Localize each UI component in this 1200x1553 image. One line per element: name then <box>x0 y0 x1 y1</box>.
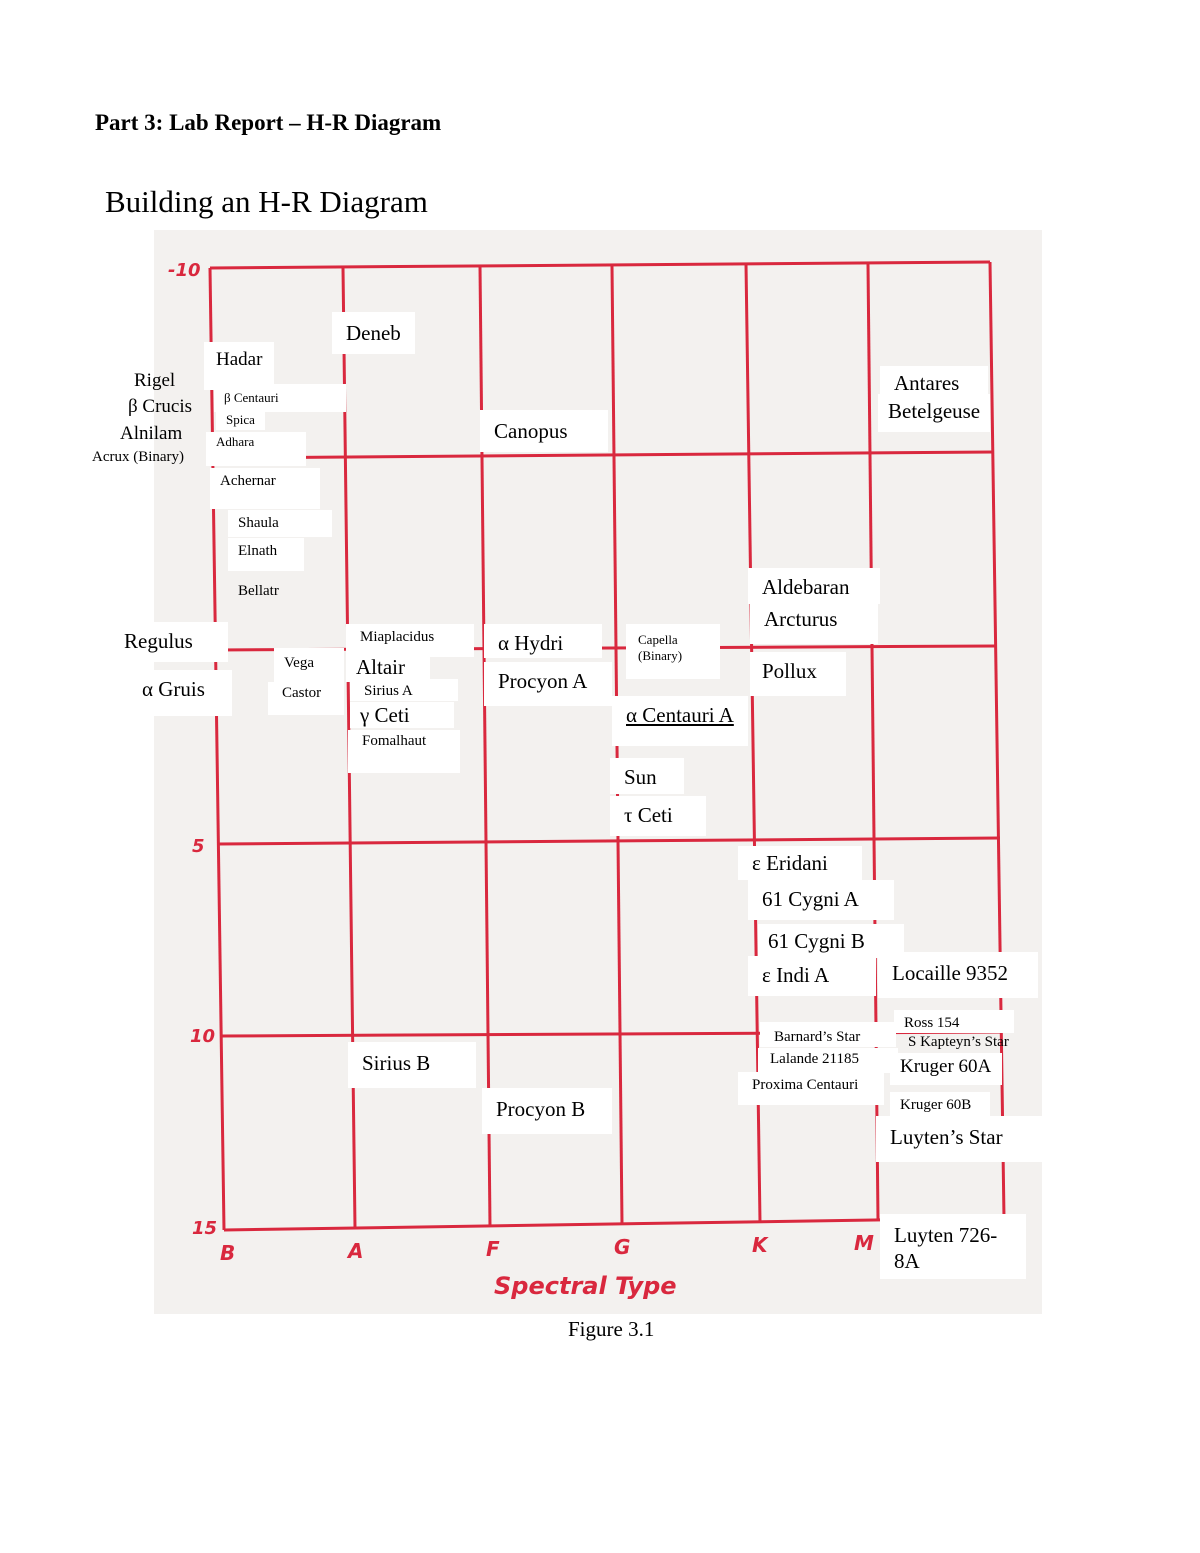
x-tick-label: K <box>752 1233 769 1257</box>
luyten-726-line1: Luyten 726- <box>894 1223 998 1247</box>
star-label-altair: Altair <box>346 652 430 683</box>
star-label-lacaille-9352: Locaille 9352 <box>878 952 1038 999</box>
star-label-arcturus: Arcturus <box>750 602 878 645</box>
capella-note: (Binary) <box>638 648 683 664</box>
star-label-antares: Antares <box>880 366 988 397</box>
hr-diagram: -10 5 10 15 B A F G K M Spectral Type De… <box>92 230 1042 1314</box>
star-label-acrux: Acrux (Binary) <box>92 449 185 465</box>
grid-h-1 <box>209 260 991 270</box>
star-label-beta-centauri: β Centauri <box>214 384 346 413</box>
star-label-betelgeuse: Betelgeuse <box>878 394 991 433</box>
star-label-alpha-gruis: α Gruis <box>130 670 232 717</box>
star-label-castor: Castor <box>268 682 344 715</box>
diagram-title: Building an H-R Diagram <box>105 184 428 219</box>
figure-caption: Figure 3.1 <box>568 1317 655 1341</box>
star-label-miaplacidus: Miaplacidus <box>346 624 474 657</box>
star-label-elnath: Elnath <box>228 538 304 571</box>
star-label-kruger-60a: Kruger 60A <box>890 1053 1002 1085</box>
y-tick-label: 10 <box>190 1026 215 1047</box>
x-tick-label: A <box>346 1239 363 1263</box>
grid-h-6 <box>223 1216 1005 1232</box>
y-tick-label: 15 <box>192 1218 217 1239</box>
star-label-lalande-21185: Lalande 21185 <box>758 1048 898 1073</box>
star-label-spica: Spica <box>216 410 265 431</box>
star-label-bellatrix: Bellatr <box>238 583 279 599</box>
star-label-aldebaran: Aldebaran <box>748 568 880 605</box>
star-label-barnards-star: Barnard’s Star <box>760 1022 896 1047</box>
star-label-alpha-hydri: α Hydri <box>484 624 602 659</box>
star-label-alnilam: Alnilam <box>120 423 183 444</box>
star-label-capella: Capella (Binary) <box>626 624 720 679</box>
star-label-luytens-star: Luyten’s Star <box>876 1116 1042 1163</box>
star-label-epsilon-eridani: ε Eridani <box>738 846 862 881</box>
star-label-beta-crucis: β Crucis <box>128 396 193 417</box>
section-heading: Part 3: Lab Report – H-R Diagram <box>95 110 442 135</box>
star-label-vega: Vega <box>274 648 344 683</box>
star-label-procyon-b: Procyon B <box>482 1088 612 1135</box>
star-label-kapteyns-star: S Kapteyn’s Star <box>908 1034 1009 1050</box>
star-label-shaula: Shaula <box>228 510 332 537</box>
luyten-726-line2: 8A <box>894 1249 920 1274</box>
star-label-achernar: Achernar <box>210 468 320 509</box>
grid-v-k <box>744 263 762 1223</box>
x-tick-label: B <box>220 1241 235 1265</box>
star-label-kruger-60b: Kruger 60B <box>890 1092 990 1117</box>
star-label-procyon-a: Procyon A <box>484 662 612 707</box>
star-label-proxima-centauri: Proxima Centauri <box>738 1072 884 1105</box>
y-tick-label: 5 <box>192 836 205 857</box>
capella-name: Capella <box>638 632 678 647</box>
star-label-deneb: Deneb <box>332 312 415 355</box>
star-label-pollux: Pollux <box>750 652 846 697</box>
star-label-luyten-726-8a: Luyten 726- 8A <box>880 1214 1026 1279</box>
star-label-epsilon-indi-a: ε Indi A <box>748 956 876 997</box>
star-label-rigel: Rigel <box>134 370 176 391</box>
grid-h-4 <box>217 836 1001 846</box>
grid-h-2 <box>213 450 995 460</box>
x-tick-label: M <box>854 1231 874 1255</box>
star-label-61-cygni-a: 61 Cygni A <box>748 880 894 921</box>
star-label-fomalhaut: Fomalhaut <box>348 730 460 773</box>
star-label-tau-ceti: τ Ceti <box>610 796 706 837</box>
star-label-adhara: Adhara <box>206 432 306 467</box>
star-label-sirius-b: Sirius B <box>348 1042 476 1089</box>
x-axis-label: Spectral Type <box>494 1272 677 1300</box>
star-label-alpha-centauri-a: α Centauri A <box>612 696 748 747</box>
grid-v-b <box>208 267 226 1231</box>
star-label-canopus: Canopus <box>480 410 608 453</box>
star-label-gamma-ceti: γ Ceti <box>350 702 454 729</box>
y-tick-label: -10 <box>168 260 201 281</box>
hr-grid: -10 5 10 15 B A F G K M Spectral Type <box>168 260 1006 1300</box>
star-label-ross-154: Ross 154 <box>894 1010 1014 1033</box>
star-label-regulus: Regulus <box>114 622 228 663</box>
x-tick-label: G <box>614 1235 630 1259</box>
x-tick-label: F <box>486 1237 500 1261</box>
star-label-hadar: Hadar <box>204 342 275 390</box>
star-label-sirius-a: Sirius A <box>350 679 458 701</box>
star-label-sun: Sun <box>610 758 684 795</box>
